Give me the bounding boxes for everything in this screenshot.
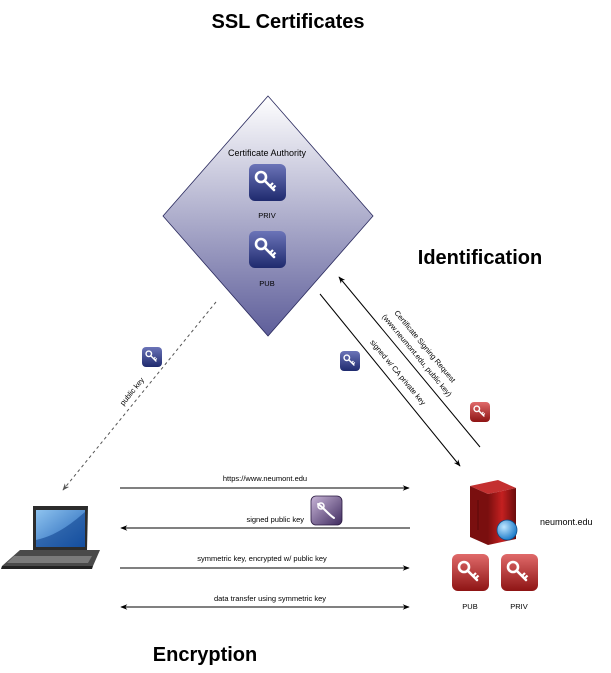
message-https-label: https://www.neumont.edu [223,474,307,483]
csr-label-line2: (www.neumont.edu, public key) [380,312,454,398]
server-priv-label: PRIV [510,602,528,611]
server-public-key-icon [452,554,489,591]
identification-heading: Identification [418,247,542,269]
public-key-arrow [62,301,217,491]
laptop-icon [1,506,100,569]
signed-certificate-icon [310,495,343,526]
csr-small-key-icon [470,402,490,422]
signed-small-key-icon [340,351,360,371]
certificate-authority-diamond [162,95,374,337]
server-name-label: neumont.edu [540,517,593,527]
signed-certificate-arrow [319,293,461,467]
globe-icon [496,519,518,541]
certificate-authority-label: Certificate Authority [228,148,307,158]
public-key-label: public key [118,375,146,407]
ca-private-key-icon [249,164,286,201]
server-private-key-icon [501,554,538,591]
message-signed-public-key-label: signed public key [246,515,304,524]
ca-pub-label: PUB [259,279,274,288]
message-data-transfer-label: data transfer using symmetric key [214,594,326,603]
message-symmetric-key-label: symmetric key, encrypted w/ public key [197,554,327,563]
server-pub-label: PUB [462,602,477,611]
encryption-heading: Encryption [153,644,257,666]
ca-priv-label: PRIV [258,211,276,220]
csr-arrow [338,276,481,448]
public-key-small-icon [142,347,162,367]
page-title: SSL Certificates [211,11,364,33]
ca-public-key-icon [249,231,286,268]
